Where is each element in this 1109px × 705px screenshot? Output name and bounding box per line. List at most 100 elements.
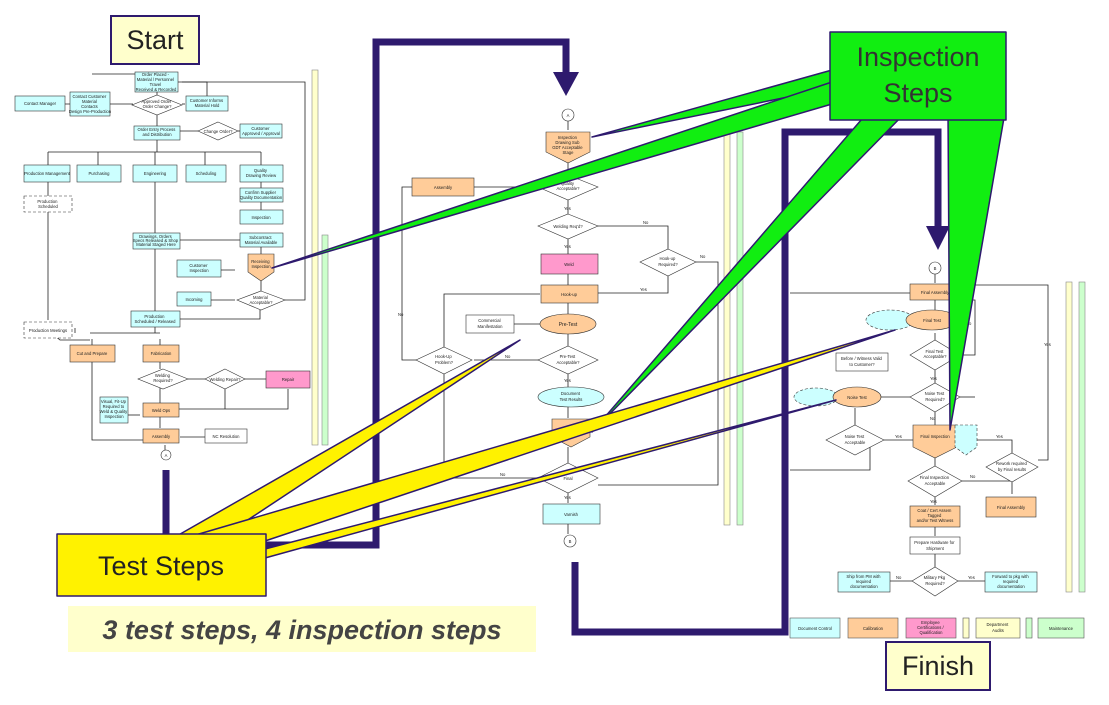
quality-acceptable-text: Quality Acceptable? — [556, 181, 580, 191]
incoming-box — [176, 291, 212, 307]
order-placed-text: Order Placed - Material / Personnel Trav… — [136, 72, 177, 92]
dept-scheduling-text: Scheduling — [196, 171, 217, 176]
forward-pkg-text: Forward to pkg with required documentati… — [992, 574, 1030, 589]
subcontract-box — [239, 232, 284, 248]
material-acceptable-decision — [236, 290, 286, 311]
prepare-hardware-text: Prepare Hardware for Shipment — [914, 540, 955, 551]
ship-from-box — [837, 571, 891, 593]
order-entry-text: Order Entry Process and Distribution — [137, 127, 176, 137]
inspection-top-text: Inspection Drawing Sub GDT Acceptable St… — [552, 135, 584, 155]
change-order-text: Change Order? — [204, 129, 234, 134]
dept-purchasing-text: Purchasing — [89, 171, 111, 176]
label-yes-5: Yes — [564, 495, 571, 500]
fabrication-box — [142, 344, 180, 363]
label-no-4: No — [505, 354, 511, 359]
final-assembly-2-box — [985, 496, 1037, 518]
noise-test-ellipse — [832, 386, 882, 408]
summary-text: 3 test steps, 4 inspection steps — [102, 615, 501, 645]
legend-maintenance-text: Maintenance — [1049, 626, 1074, 631]
label-no-1: No — [643, 220, 649, 225]
pre-test-ok-text: Pre-Test Acceptable? — [556, 354, 580, 365]
finish-label-box — [885, 641, 991, 691]
legend-department-audits-text: Department Audits — [986, 622, 1009, 633]
contact-manager-box — [14, 95, 66, 112]
left-flowchart: Order Placed - Material / Personnel Trav… — [14, 71, 311, 461]
contact-customer-box — [69, 91, 111, 117]
legend-green-strip — [1025, 617, 1033, 639]
customer-inspection-box — [176, 259, 222, 278]
production-released-box — [130, 310, 181, 328]
military-pkg-decision — [911, 566, 959, 597]
customer-approved-text: Customer Approved / Approval — [242, 126, 280, 136]
swim-bars — [311, 69, 1086, 593]
arrow-head-middle — [553, 72, 579, 96]
legend-employee-certifications-text: Employee Certifications / Qualification — [917, 620, 945, 635]
order-entry-box — [133, 125, 181, 141]
production-released-text: Production Scheduled / Released — [135, 314, 177, 324]
connector-a-left-text: A — [165, 453, 168, 458]
final-inspection-doc-shape — [954, 424, 978, 456]
cut-prepare-box — [69, 344, 116, 363]
contact-customer-text: Contact Customer Material Contacts Desig… — [69, 94, 112, 114]
pre-test-ok-decision — [537, 345, 599, 375]
coat-cert-box — [909, 505, 961, 528]
final-inspection-ok-decision — [907, 465, 963, 498]
label-no-r3: No — [970, 474, 976, 479]
label-no-2: No — [700, 254, 706, 259]
subcontract-text: Subcontract Material Available — [245, 235, 278, 245]
final-test-text: Final Test — [923, 318, 942, 323]
weld-text: Weld — [564, 262, 574, 267]
final-test-ok-text: Final Test Acceptable? — [923, 349, 947, 359]
coat-cert-text: Coat / Cert Assem Tagged and/or Test Wit… — [917, 508, 954, 523]
label-yes-4: Yes — [564, 378, 571, 383]
customer-informs-text: Customer Informs Material Hold — [190, 98, 224, 108]
middle-flowchart: A Inspection Drawing Sub GDT Acceptable … — [398, 108, 719, 548]
contact-manager-text: Contact Manager — [24, 101, 57, 106]
incoming-text: Incoming — [186, 297, 204, 302]
receiving-inspection-shape — [247, 253, 275, 282]
dept-production-box — [23, 164, 71, 183]
pre-test-ellipse — [539, 313, 597, 335]
connector-b-right-text: B — [934, 266, 937, 271]
assembly-mid-text: Assembly — [434, 185, 453, 190]
inspection-callouts — [271, 31, 1007, 433]
production-scheduled-box — [23, 195, 73, 213]
start-label: Start — [126, 25, 184, 55]
test-callouts — [56, 329, 896, 597]
confirm-supplier-text: Confirm Supplier Quality Documentation — [240, 190, 283, 200]
final-inspection-ok-text: Final Inspection Acceptable — [920, 475, 951, 486]
hookup-problem-text: Hook-Up Problem? — [435, 354, 454, 365]
flow-arrows — [162, 38, 942, 636]
document-results-text: Document Test Results — [560, 391, 583, 402]
connector-a-mid-text: A — [567, 113, 570, 118]
label-yes-r1: Yes — [1044, 342, 1051, 347]
drawings-to-shop-text: Drawings, Orders Specs Released & Shop M… — [133, 234, 180, 247]
customer-inspection-text: Customer Inspection — [189, 263, 209, 273]
legend-calibration — [847, 617, 899, 639]
inspection-label: Inspection Steps — [856, 42, 979, 108]
legend-department-audits — [975, 617, 1021, 639]
dept-engineering-box — [132, 164, 178, 183]
prepare-hardware-box — [909, 536, 961, 555]
legend-yellow-strip — [962, 617, 970, 639]
legend-maintenance — [1037, 617, 1085, 639]
change-order-decision — [197, 121, 239, 141]
label-no-r4: No — [896, 575, 902, 580]
right-flowchart: B Final Assembly Final Test No Final Tes… — [790, 261, 1051, 597]
weld-repair-text: Welding Repair? — [210, 377, 242, 382]
pre-test-text: Pre-Test — [559, 322, 578, 328]
welding-required-decision — [137, 368, 189, 390]
repair-text: Repair — [282, 377, 295, 382]
connector-b-mid-text: B — [569, 539, 572, 544]
assembly-left-text: Assembly — [152, 434, 171, 439]
rework-reqd-text: Rework required by Final results — [996, 461, 1028, 472]
approved-order-decision — [131, 94, 183, 116]
label-yes-3: Yes — [640, 287, 647, 292]
forward-pkg-box — [984, 571, 1038, 593]
noise-test-text: Noise Test — [847, 395, 867, 400]
connector-b-mid — [563, 534, 577, 548]
weld-ops-box — [142, 402, 180, 418]
commercial-box — [465, 314, 515, 334]
drawings-to-shop-box — [132, 232, 181, 250]
